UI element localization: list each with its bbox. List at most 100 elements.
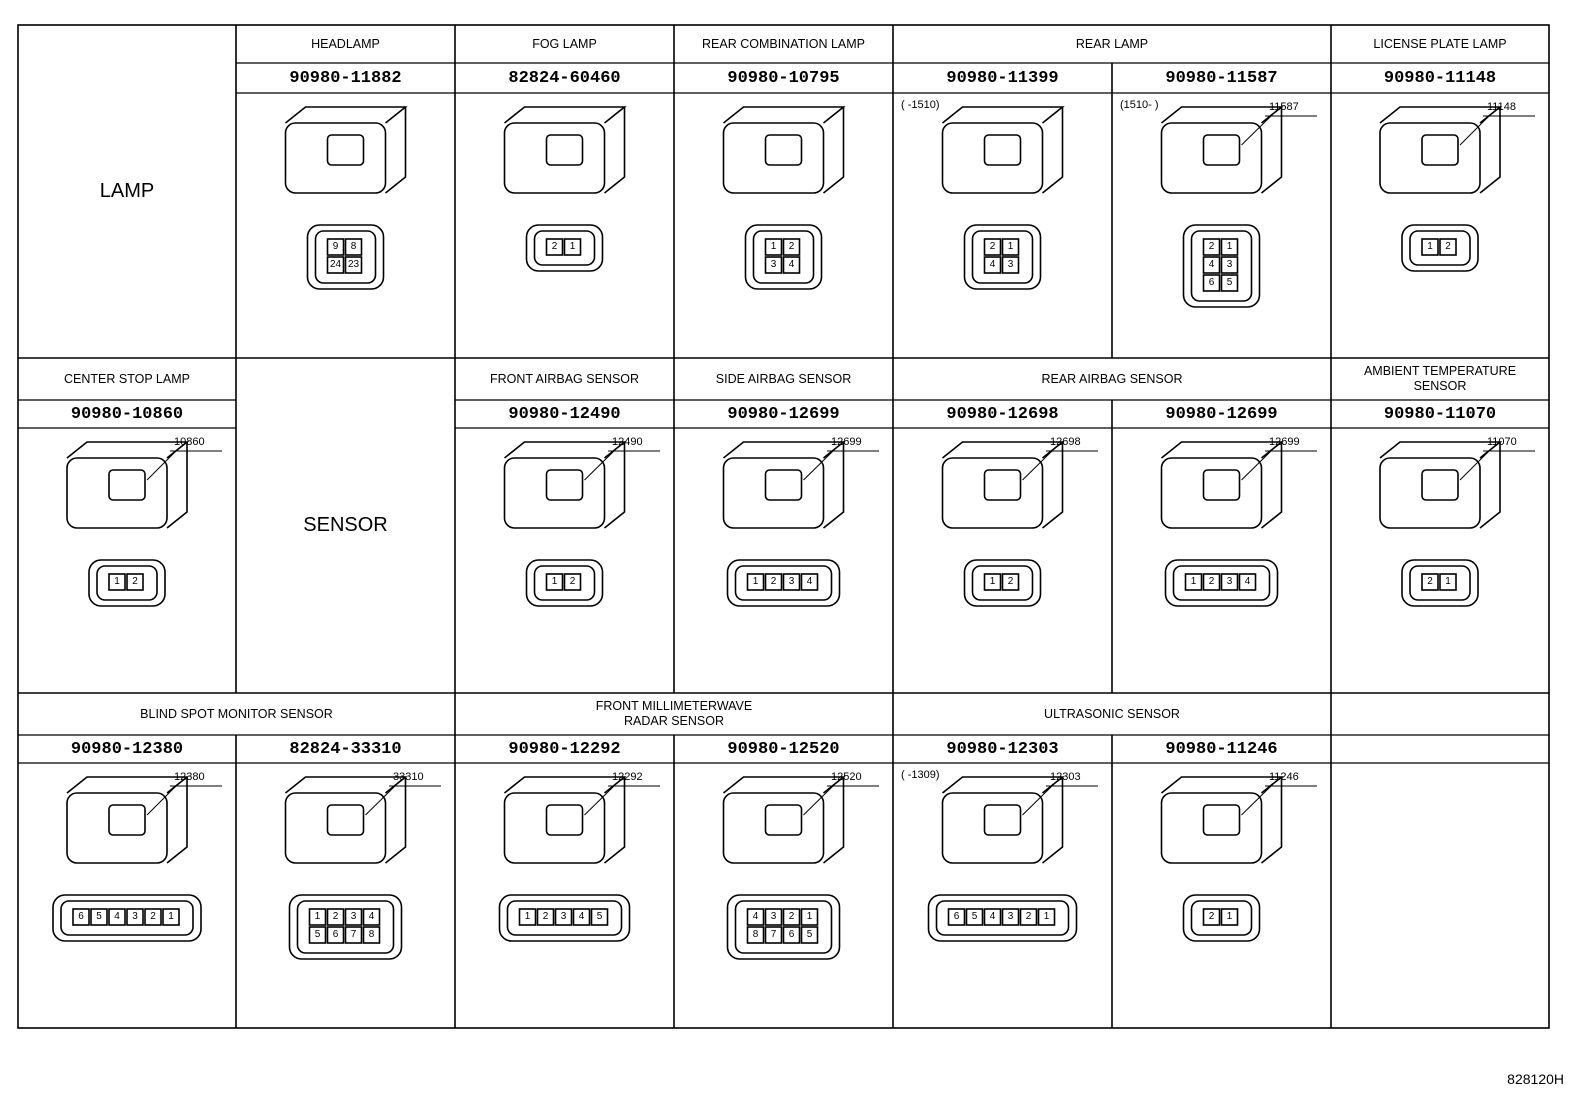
pin-number: 2 xyxy=(1427,576,1433,587)
part-tag: 11070 xyxy=(1487,436,1517,448)
pin-number: 3 xyxy=(1007,911,1014,922)
part-tag: 33310 xyxy=(393,771,424,783)
pin-number: 2 xyxy=(132,576,138,587)
date-range-note: (1510- ) xyxy=(1120,99,1159,111)
connector-illustration xyxy=(284,106,408,290)
connector-illustration xyxy=(1160,441,1284,607)
group-label-lamp: LAMP xyxy=(99,180,155,202)
pin-number: 1 xyxy=(114,576,120,587)
pin-number: 1 xyxy=(1190,576,1197,587)
group-label-sensor: SENSOR xyxy=(303,514,388,536)
pin-number: 1 xyxy=(806,911,813,922)
date-range-note: ( -1510) xyxy=(901,99,940,111)
part-tag: 12520 xyxy=(831,771,862,783)
pin-number: 3 xyxy=(1226,259,1233,270)
connector-title: REAR COMBINATION LAMP xyxy=(702,36,865,51)
pin-number: 5 xyxy=(971,911,978,922)
pin-number: 6 xyxy=(788,929,795,940)
connector-illustration xyxy=(498,776,631,942)
part-number: 90980-10795 xyxy=(727,68,840,88)
pin-number: 2 xyxy=(150,911,156,922)
pin-number: 1 xyxy=(989,576,996,587)
part-tag: 11246 xyxy=(1269,771,1299,783)
pin-number: 1 xyxy=(524,911,531,922)
pin-number: 8 xyxy=(350,241,357,252)
connector-illustration xyxy=(941,441,1065,607)
pin-number: 4 xyxy=(1244,576,1251,587)
pin-number: 4 xyxy=(989,259,996,270)
pin-number: 9 xyxy=(332,241,339,252)
drawing-code: 828120H xyxy=(1507,1071,1564,1087)
pin-number: 6 xyxy=(1208,277,1215,288)
pin-number: 2 xyxy=(1208,576,1215,587)
pin-number: 4 xyxy=(368,911,375,922)
part-number: 90980-12490 xyxy=(508,404,621,424)
pin-number: 4 xyxy=(114,911,120,922)
pin-number: 1 xyxy=(1226,241,1233,252)
connector-illustration xyxy=(1160,106,1284,308)
connector-illustration xyxy=(1379,441,1503,607)
connector-title: HEADLAMP xyxy=(311,36,380,51)
part-number: 90980-11587 xyxy=(1165,68,1278,88)
pin-number: 8 xyxy=(752,929,759,940)
part-number: 90980-12520 xyxy=(727,739,840,759)
date-range-note: ( -1309) xyxy=(901,769,940,781)
connector-illustration xyxy=(722,776,846,960)
part-number: 90980-12380 xyxy=(70,739,184,759)
connector-illustration xyxy=(722,106,846,290)
connector-illustration xyxy=(284,776,408,960)
pin-number: 23 xyxy=(347,259,360,270)
part-number: 90980-11246 xyxy=(1165,739,1278,759)
pin-number: 5 xyxy=(596,911,603,922)
pin-number: 4 xyxy=(788,259,795,270)
pin-number: 1 xyxy=(752,576,759,587)
pin-number: 2 xyxy=(332,911,339,922)
pin-number: 5 xyxy=(806,929,813,940)
part-tag: 11587 xyxy=(1269,101,1299,113)
pin-number: 3 xyxy=(1226,576,1233,587)
pin-number: 3 xyxy=(560,911,567,922)
pin-number: 3 xyxy=(132,911,138,922)
pin-number: 2 xyxy=(989,241,996,252)
connector-title: REAR AIRBAG SENSOR xyxy=(1041,371,1183,386)
pin-number: 24 xyxy=(329,259,342,270)
connector-illustration xyxy=(66,441,190,607)
connector-title: FRONT AIRBAG SENSOR xyxy=(489,371,640,386)
connector-illustration xyxy=(722,441,846,607)
pin-number: 1 xyxy=(551,576,558,587)
pin-number: 2 xyxy=(542,911,549,922)
part-number: 90980-12303 xyxy=(946,739,1059,759)
connector-title: AMBIENT TEMPERATURE SENSOR xyxy=(1363,364,1517,393)
pin-number: 4 xyxy=(806,576,813,587)
part-tag: 12490 xyxy=(612,436,643,448)
pin-number: 1 xyxy=(1007,241,1014,252)
pin-number: 3 xyxy=(1007,259,1014,270)
part-tag: 12380 xyxy=(174,771,205,783)
pin-number: 4 xyxy=(989,911,996,922)
pin-number: 2 xyxy=(1025,911,1032,922)
pin-number: 2 xyxy=(788,911,795,922)
pin-number: 2 xyxy=(551,241,558,252)
pin-number: 3 xyxy=(770,911,777,922)
connector-title: CENTER STOP LAMP xyxy=(64,371,190,386)
connector-illustration xyxy=(52,776,202,942)
pin-number: 2 xyxy=(1445,241,1451,252)
part-number: 90980-12698 xyxy=(946,404,1059,424)
part-number: 90980-12699 xyxy=(727,404,840,424)
connector-illustration xyxy=(1160,776,1284,942)
pin-number: 1 xyxy=(1043,911,1050,922)
pin-number: 5 xyxy=(96,911,102,922)
part-number: 90980-12699 xyxy=(1165,404,1278,424)
part-number: 90980-11399 xyxy=(946,68,1059,88)
pin-number: 2 xyxy=(1007,576,1014,587)
part-tag: 12698 xyxy=(1050,436,1081,448)
pin-number: 4 xyxy=(578,911,585,922)
pin-number: 2 xyxy=(1208,241,1215,252)
connector-illustration xyxy=(503,106,627,272)
part-number: 82824-60460 xyxy=(508,68,621,88)
part-tag: 10860 xyxy=(174,436,205,448)
pin-number: 2 xyxy=(788,241,795,252)
pin-number: 1 xyxy=(1427,241,1433,252)
connector-title: LICENSE PLATE LAMP xyxy=(1373,36,1507,51)
